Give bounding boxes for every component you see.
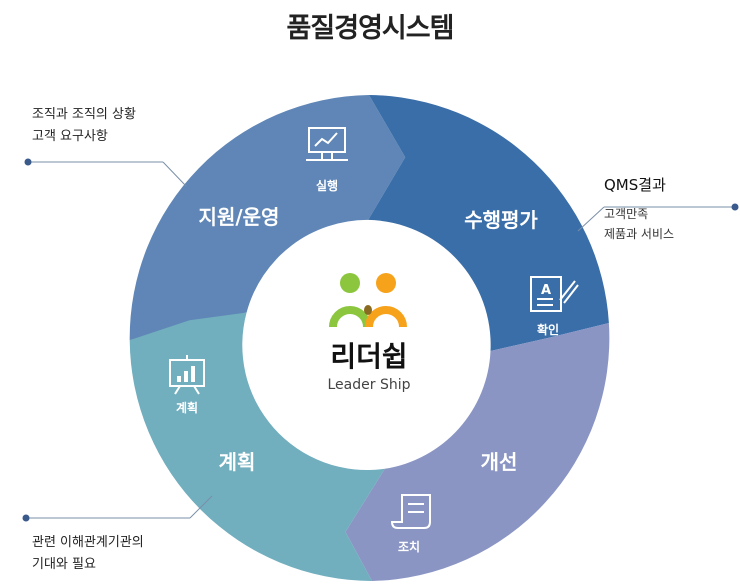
document-pen-icon xyxy=(530,276,579,312)
segment-improve xyxy=(345,323,610,581)
segment-label-improve: 개선 xyxy=(481,450,518,474)
segment-label-support: 지원/운영 xyxy=(199,205,280,229)
center-subtitle: Leader Ship xyxy=(328,377,411,393)
note-top-left-line2: 고객 요구사항 xyxy=(32,129,108,144)
presentation-chart-icon xyxy=(169,355,205,395)
document-pen-icon-letter: A xyxy=(541,283,551,298)
monitor-chart-icon xyxy=(306,127,348,161)
leadership-logo xyxy=(329,273,407,328)
connector-top-left xyxy=(24,158,187,187)
note-right-heading: QMS결과 xyxy=(604,176,666,194)
note-bottom-left-line2: 기대와 필요 xyxy=(32,557,96,572)
icon-label-improve: 조치 xyxy=(398,539,420,554)
page-title: 품질경영시스템 xyxy=(286,13,455,44)
presentation-chart-bars xyxy=(177,366,195,382)
scroll-icon xyxy=(390,494,431,529)
connector-bottom-left xyxy=(22,495,213,522)
segment-label-plan: 계획 xyxy=(219,450,256,474)
center-name: 리더쉽 xyxy=(330,340,407,373)
note-top-left: 조직과 조직의 상황 고객 요구사항 xyxy=(32,104,136,148)
icon-label-evaluate: 확인 xyxy=(537,322,559,337)
connector-right xyxy=(577,203,739,232)
segment-evaluate xyxy=(368,95,609,351)
note-bottom-left: 관련 이해관계기관의 기대와 필요 xyxy=(32,532,144,576)
segment-label-evaluate: 수행평가 xyxy=(464,208,538,232)
icon-label-plan: 계획 xyxy=(176,400,198,415)
note-right: QMS결과 고객만족 제품과 서비스 xyxy=(604,174,674,244)
note-right-line2: 제품과 서비스 xyxy=(604,227,675,241)
icon-label-support: 실행 xyxy=(316,178,338,193)
segment-support xyxy=(129,95,406,341)
note-right-line1: 고객만족 xyxy=(604,207,649,221)
note-top-left-line1: 조직과 조직의 상황 xyxy=(32,107,136,122)
note-bottom-left-line1: 관련 이해관계기관의 xyxy=(32,535,144,550)
